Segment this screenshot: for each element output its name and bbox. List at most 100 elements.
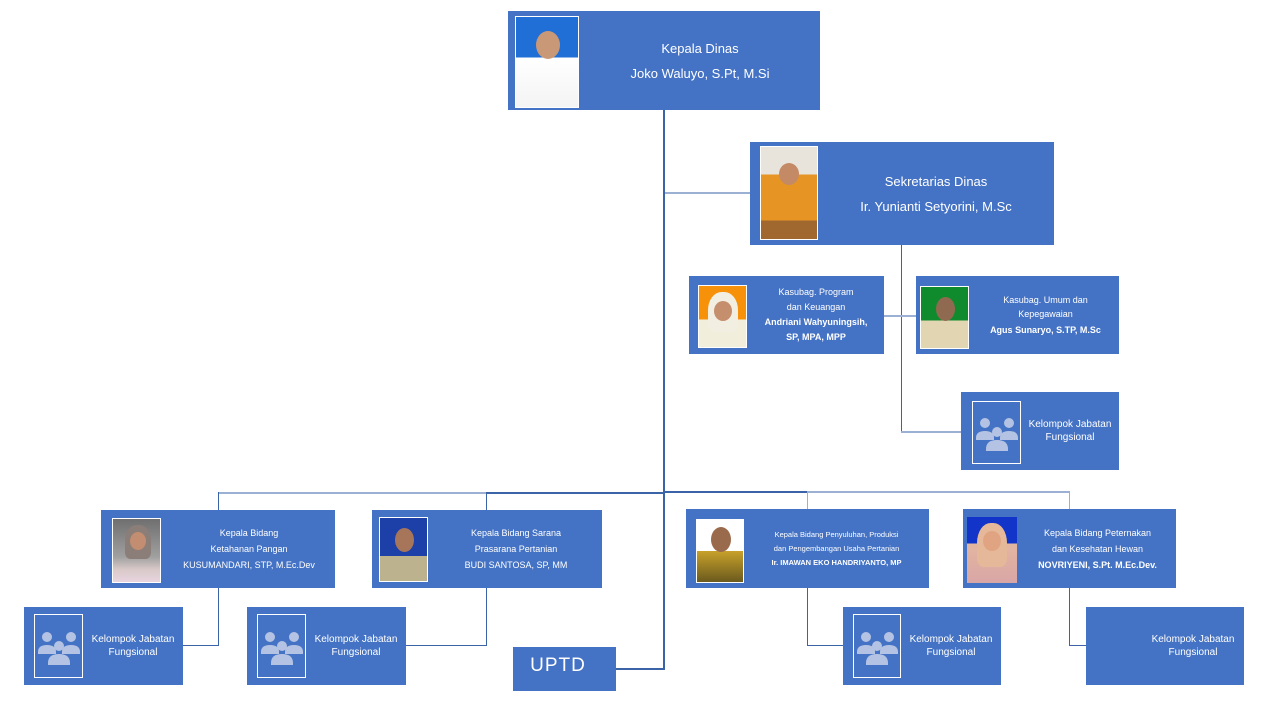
connector-division-bus-left <box>218 492 486 494</box>
secretary-title: Sekretarias Dinas <box>884 173 988 189</box>
subsection-program-photo <box>698 285 747 348</box>
head-photo <box>515 16 579 108</box>
division-4-name: NOVRIYENI, S.Pt. M.Ec.Dev. <box>1038 559 1157 570</box>
functional-group-div3-text: Kelompok Jabatan Fungsional <box>901 607 1001 685</box>
uptd-label: UPTD <box>530 655 586 676</box>
functional-group-secretariat[interactable]: Kelompok Jabatan Fungsional <box>961 392 1119 470</box>
people-group-icon <box>257 614 306 678</box>
connector-div1-group-v <box>218 588 219 646</box>
connector-div4-group-v <box>1069 588 1070 646</box>
division-peternakan-kesehatan-hewan[interactable]: Kepala Bidang Peternakan dan Kesehatan H… <box>963 509 1176 588</box>
division-4-photo-face <box>983 531 1001 551</box>
subsection-program-title-2: dan Keuangan <box>786 302 846 312</box>
functional-group-div4-text: Kelompok Jabatan Fungsional <box>1142 607 1244 685</box>
people-group-icon <box>972 401 1021 464</box>
subsection-program-name-2: SP, MPA, MPP <box>786 332 846 342</box>
division-3-title-2: dan Pengembangan Usaha Pertanian <box>773 543 900 553</box>
connector-div4-group-h <box>1069 645 1087 646</box>
functional-group-label-2: Fungsional <box>1045 432 1095 443</box>
subsection-umum-photo <box>920 286 969 349</box>
division-1-photo <box>112 518 161 583</box>
subsection-umum-kepegawaian[interactable]: Kasubag. Umum dan Kepegawaian Agus Sunar… <box>916 276 1119 354</box>
division-4-photo <box>967 517 1017 583</box>
division-4-title-2: dan Kesehatan Hewan <box>1051 543 1144 554</box>
connector-division-bus-right <box>808 491 1070 493</box>
connector-drop-div1 <box>218 492 219 510</box>
functional-group-label-1: Kelompok Jabatan <box>91 634 175 645</box>
head-text: Kepala Dinas Joko Waluyo, S.Pt, M.Si <box>580 11 820 110</box>
secretary-photo-face <box>779 163 799 185</box>
functional-group-div1-text: Kelompok Jabatan Fungsional <box>83 607 183 685</box>
connector-div3-group-v <box>807 588 808 646</box>
connector-div1-group-h <box>183 645 219 646</box>
division-4-title-1: Kepala Bidang Peternakan <box>1043 527 1152 538</box>
subsection-umum-title-1: Kasubag. Umum dan <box>1003 295 1088 305</box>
functional-group-div1[interactable]: Kelompok Jabatan Fungsional <box>24 607 183 685</box>
division-ketahanan-pangan[interactable]: Kepala Bidang Ketahanan Pangan KUSUMANDA… <box>101 510 335 588</box>
subsection-program-title-1: Kasubag. Program <box>778 287 854 297</box>
connector-div2-group-h <box>406 645 487 646</box>
division-sarana-prasarana[interactable]: Kepala Bidang Sarana Prasarana Pertanian… <box>372 510 602 588</box>
division-3-photo-face <box>711 527 731 552</box>
head-photo-face <box>536 31 560 59</box>
uptd-text: UPTD <box>513 647 603 685</box>
connector-drop-div3 <box>807 491 808 509</box>
division-2-title-1: Kepala Bidang Sarana <box>470 528 562 538</box>
subsection-program-name-1: Andriani Wahyuningsih, <box>764 317 868 327</box>
division-3-name: Ir. IMAWAN EKO HANDRIYANTO, MP <box>771 557 902 567</box>
secretary-name: Ir. Yunianti Setyorini, M.Sc <box>860 198 1012 214</box>
functional-group-label-2: Fungsional <box>108 647 158 658</box>
connector-secretary <box>665 192 750 194</box>
connector-drop-div2 <box>486 492 487 510</box>
division-4-text: Kepala Bidang Peternakan dan Kesehatan H… <box>1019 509 1176 588</box>
subsection-program-keuangan[interactable]: Kasubag. Program dan Keuangan Andriani W… <box>689 276 884 354</box>
division-3-title-1: Kepala Bidang Penyuluhan, Produksi <box>774 529 899 539</box>
secretary-text: Sekretarias Dinas Ir. Yunianti Setyorini… <box>818 142 1054 245</box>
secretary-photo <box>760 146 818 240</box>
division-2-photo-face <box>395 528 414 552</box>
division-2-photo <box>379 517 428 582</box>
subsection-program-photo-face <box>714 301 732 321</box>
functional-group-label-2: Fungsional <box>926 647 976 658</box>
functional-group-div2-text: Kelompok Jabatan Fungsional <box>306 607 406 685</box>
functional-group-div2[interactable]: Kelompok Jabatan Fungsional <box>247 607 406 685</box>
head-title: Kepala Dinas <box>661 40 739 56</box>
division-3-photo <box>696 519 744 583</box>
functional-group-secretariat-text: Kelompok Jabatan Fungsional <box>1021 392 1119 470</box>
division-penyuluhan-produksi[interactable]: Kepala Bidang Penyuluhan, Produksi dan P… <box>686 509 929 588</box>
functional-group-label-2: Fungsional <box>331 647 381 658</box>
division-1-title-1: Kepala Bidang <box>219 528 279 538</box>
connector-div3-group-h <box>807 645 844 646</box>
functional-group-div4[interactable]: Kelompok Jabatan Fungsional <box>1086 607 1244 685</box>
division-1-photo-face <box>130 532 146 550</box>
connector-uptd <box>616 668 665 670</box>
connector-secretary-group <box>901 431 961 433</box>
head-node[interactable]: Kepala Dinas Joko Waluyo, S.Pt, M.Si <box>508 11 820 110</box>
division-2-name: BUDI SANTOSA, SP, MM <box>464 560 568 570</box>
subsection-program-text: Kasubag. Program dan Keuangan Andriani W… <box>749 278 883 352</box>
division-1-title-2: Ketahanan Pangan <box>210 544 288 554</box>
functional-group-label-2: Fungsional <box>1168 647 1218 658</box>
head-name: Joko Waluyo, S.Pt, M.Si <box>630 65 770 81</box>
division-1-text: Kepala Bidang Ketahanan Pangan KUSUMANDA… <box>163 510 335 588</box>
connector-division-bus-mid-left <box>486 492 664 494</box>
connector-secretary-down <box>901 245 902 432</box>
connector-div2-group-v <box>486 588 487 646</box>
division-3-text: Kepala Bidang Penyuluhan, Produksi dan P… <box>744 509 929 588</box>
subsection-umum-name: Agus Sunaryo, S.TP, M.Sc <box>990 325 1101 335</box>
functional-group-label-1: Kelompok Jabatan <box>1028 419 1112 430</box>
functional-group-label-1: Kelompok Jabatan <box>1151 634 1235 645</box>
secretary-node[interactable]: Sekretarias Dinas Ir. Yunianti Setyorini… <box>750 142 1054 245</box>
people-group-icon <box>853 614 901 678</box>
division-1-name: KUSUMANDARI, STP, M.Ec.Dev <box>183 560 315 570</box>
connector-trunk <box>663 110 665 670</box>
division-2-text: Kepala Bidang Sarana Prasarana Pertanian… <box>430 510 602 588</box>
division-2-title-2: Prasarana Pertanian <box>474 544 558 554</box>
subsection-umum-text: Kasubag. Umum dan Kepegawaian Agus Sunar… <box>972 280 1119 350</box>
connector-drop-div4 <box>1069 491 1070 509</box>
uptd-node[interactable]: UPTD <box>513 647 616 691</box>
functional-group-label-1: Kelompok Jabatan <box>909 634 993 645</box>
people-group-icon <box>34 614 83 678</box>
subsection-umum-title-2: Kepegawaian <box>1018 309 1073 319</box>
functional-group-div3[interactable]: Kelompok Jabatan Fungsional <box>843 607 1001 685</box>
